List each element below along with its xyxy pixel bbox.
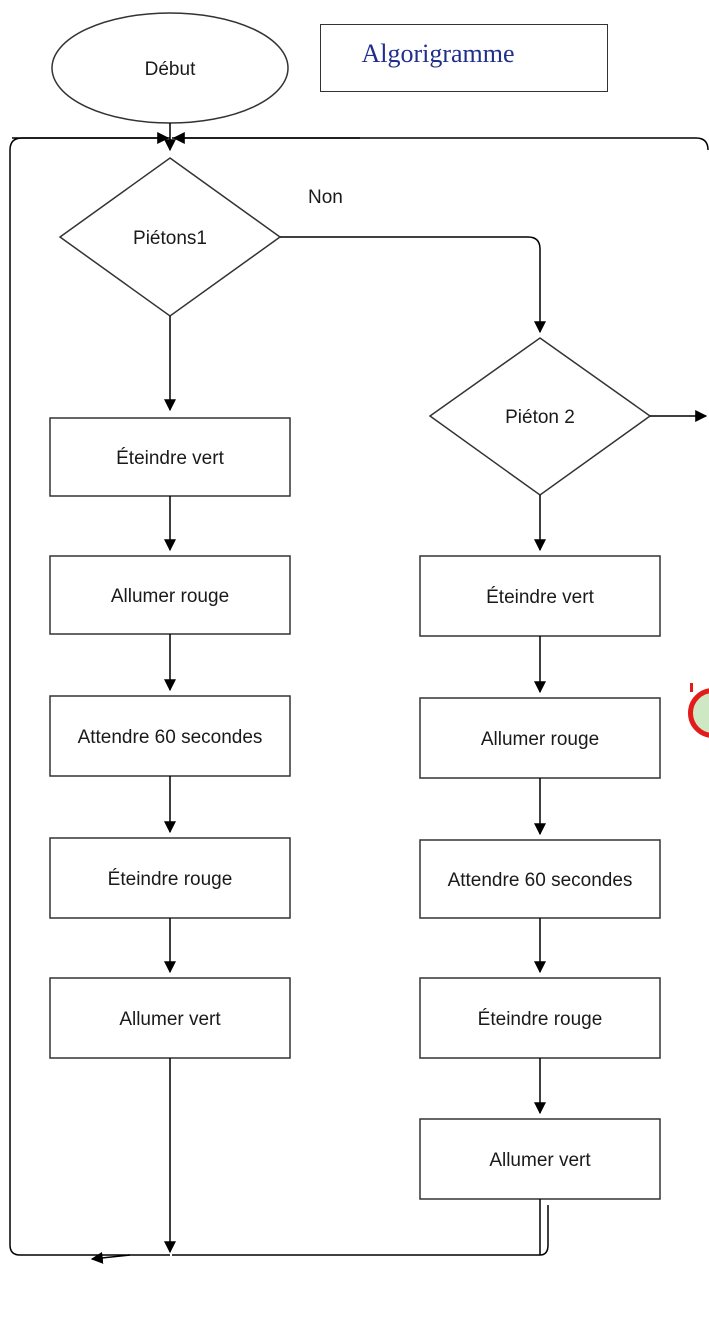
decision-pieton2-label: Piéton 2 [505, 407, 575, 428]
left-step-5-label: Allumer vert [119, 1009, 221, 1030]
marker-tick [690, 683, 693, 692]
left-step-3-label: Attendre 60 secondes [78, 727, 263, 748]
right-step-1-label: Éteindre vert [486, 587, 594, 608]
left-step-1: Éteindre vert [49, 417, 291, 497]
decision-pieton2: Piéton 2 [428, 337, 652, 496]
right-step-2-label: Allumer rouge [481, 729, 599, 750]
right-step-5: Allumer vert [419, 1118, 661, 1200]
start-node: Début [51, 12, 289, 124]
left-step-5: Allumer vert [49, 977, 291, 1059]
left-step-4: Éteindre rouge [49, 837, 291, 919]
decision-pietons1-label: Piétons1 [133, 228, 207, 249]
left-step-4-label: Éteindre rouge [108, 869, 233, 890]
left-step-2-label: Allumer rouge [111, 586, 229, 607]
right-step-2: Allumer rouge [419, 697, 661, 779]
loop-right-bottom [539, 1205, 549, 1256]
right-step-3-label: Attendre 60 secondes [448, 870, 633, 891]
right-step-3: Attendre 60 secondes [419, 839, 661, 919]
left-step-2: Allumer rouge [49, 555, 291, 635]
no-label: Non [308, 187, 343, 208]
arrow-bottom-left [90, 1251, 131, 1264]
title-box: Algorigramme [320, 24, 608, 92]
left-step-1-label: Éteindre vert [116, 448, 224, 469]
arrow-to-pieton2 [280, 236, 546, 334]
left-step-3: Attendre 60 secondes [49, 695, 291, 777]
decision-pietons1: Piétons1 [58, 157, 282, 317]
right-step-5-label: Allumer vert [489, 1150, 591, 1171]
right-step-1: Éteindre vert [419, 555, 661, 637]
loop-right-top [172, 137, 709, 151]
diagram-title: Algorigramme [361, 39, 515, 68]
start-label: Début [145, 59, 196, 80]
right-step-4: Éteindre rouge [419, 977, 661, 1059]
right-step-4-label: Éteindre rouge [478, 1009, 603, 1030]
